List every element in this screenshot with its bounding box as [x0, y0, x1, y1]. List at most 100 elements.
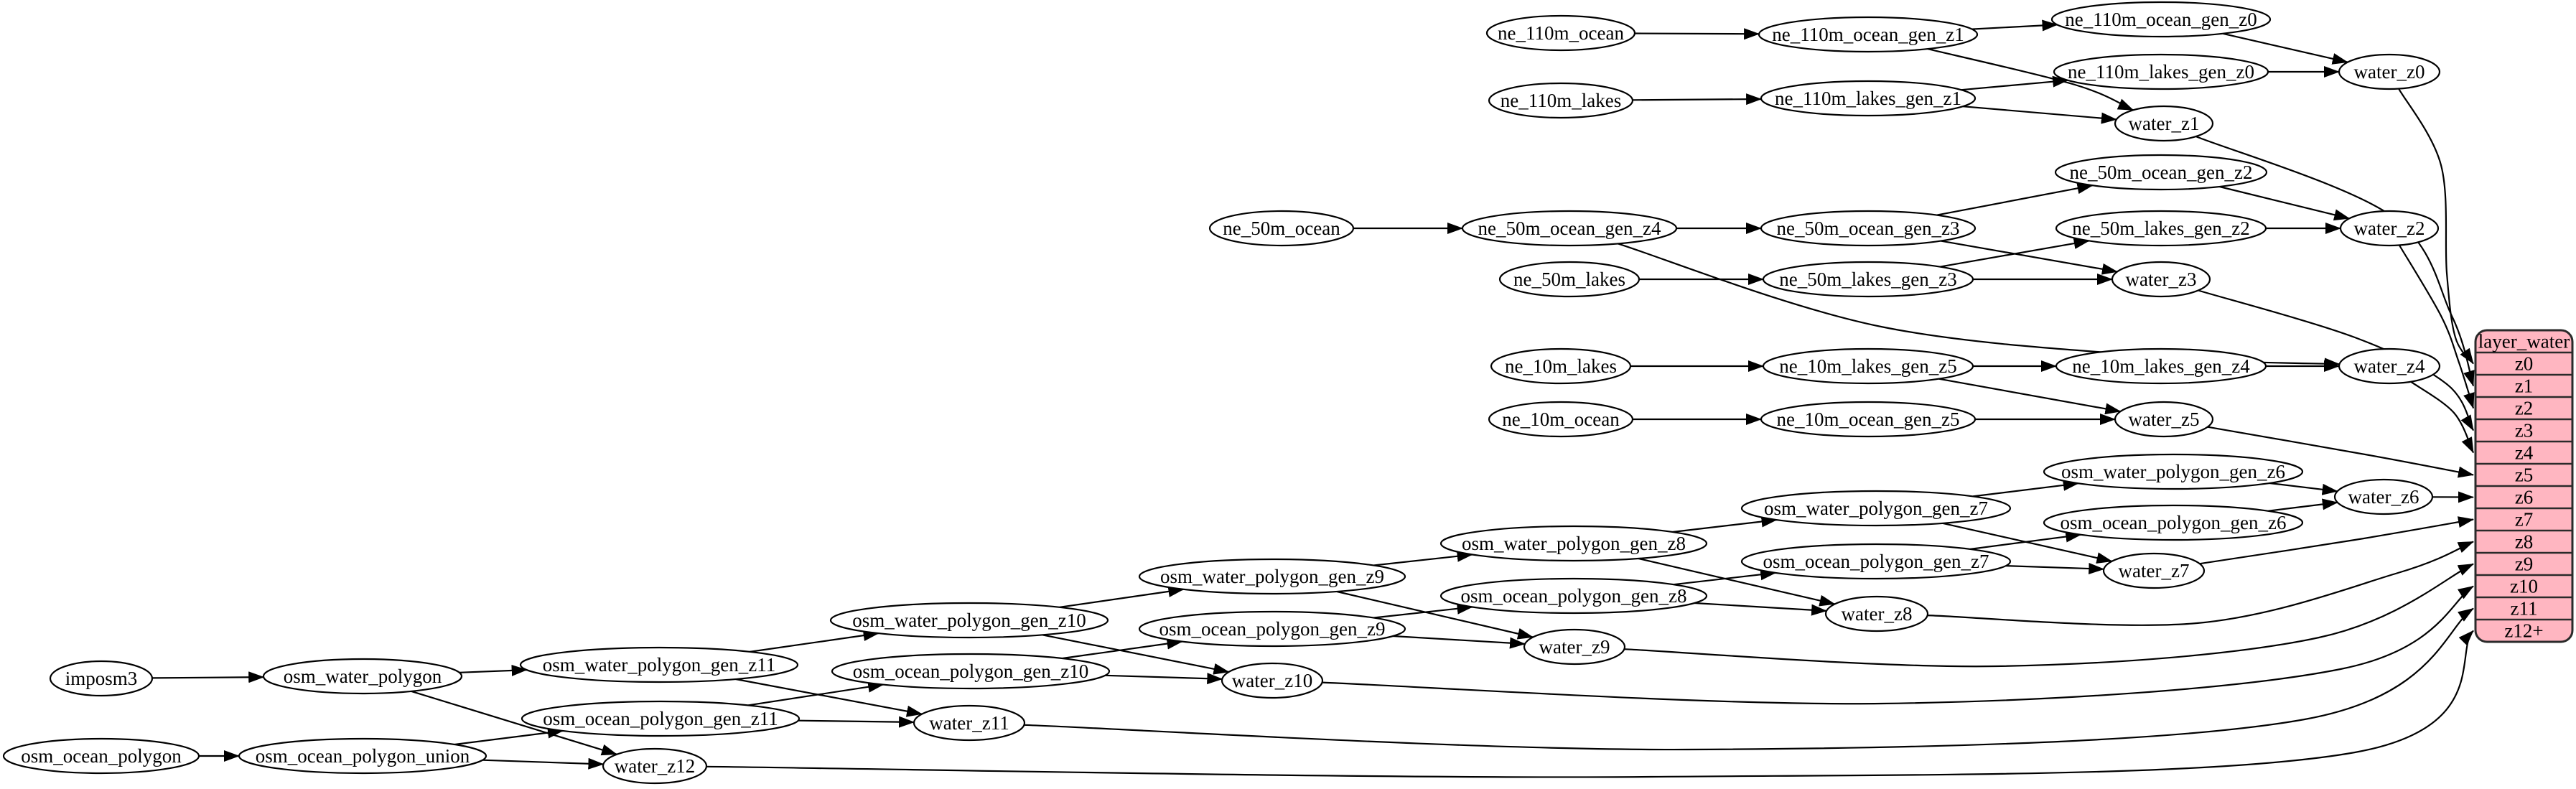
edge-water_z0-to-z0 [2398, 88, 2474, 365]
node-ellipse-ne_10m_lakes_gen_z5 [1762, 347, 1974, 385]
node-label-water_z0: water_z0 [2354, 61, 2425, 83]
table-row-z7: z7 [2515, 509, 2533, 531]
node-ellipse-osm_ocean_polygon_gen_z9 [1138, 610, 1406, 648]
node-ellipse-ne_50m_ocean_gen_z2 [2054, 154, 2268, 191]
node-label-osm_ocean_polygon_gen_z10: osm_ocean_polygon_gen_z10 [853, 660, 1088, 682]
node-label-water_z8: water_z8 [1842, 603, 1913, 625]
node-ellipse-ne_10m_lakes [1490, 347, 1632, 385]
table-row-z12+: z12+ [2504, 620, 2543, 642]
node-label-imposm3: imposm3 [65, 668, 138, 689]
table-row-z9: z9 [2515, 554, 2533, 575]
edge-osm_ocean_polygon_gen_z11-to-osm_ocean_polygon_gen_z10 [747, 681, 885, 706]
table-row-z11: z11 [2511, 598, 2538, 620]
edge-water_z7-to-z7 [2199, 516, 2474, 565]
node-label-water_z5: water_z5 [2129, 408, 2200, 430]
node-ne_50m_ocean: ne_50m_ocean [1208, 210, 1355, 247]
node-label-ne_110m_ocean_gen_z1: ne_110m_ocean_gen_z1 [1772, 24, 1964, 45]
node-ellipse-ne_50m_ocean [1208, 210, 1355, 247]
node-ellipse-water_z11 [913, 704, 1026, 742]
node-label-water_z11: water_z11 [929, 712, 1009, 734]
node-label-ne_110m_lakes: ne_110m_lakes [1501, 90, 1621, 111]
node-ne_50m_lakes_gen_z2: ne_50m_lakes_gen_z2 [2055, 210, 2267, 247]
table-row-z0: z0 [2515, 353, 2533, 375]
edge-osm_ocean_polygon_gen_z7-to-osm_ocean_polygon_gen_z6 [1970, 531, 2082, 550]
edge-ne_110m_lakes-to-ne_110m_lakes_gen_z1 [1632, 93, 1763, 106]
edge-water_z10-to-z10 [1322, 585, 2474, 705]
node-label-ne_10m_lakes_gen_z5: ne_10m_lakes_gen_z5 [1779, 355, 1956, 377]
edge-water_z11-to-z11 [1024, 607, 2474, 751]
nodes-layer: imposm3 osm_water_polygon osm_ocean_polygo… [2, 1, 2441, 785]
node-ellipse-osm_water_polygon_gen_z9 [1138, 558, 1406, 595]
node-ellipse-ne_50m_lakes_gen_z2 [2055, 210, 2267, 247]
node-osm_water_polygon_gen_z9: osm_water_polygon_gen_z9 [1138, 558, 1406, 595]
node-ne_50m_ocean_gen_z3: ne_50m_ocean_gen_z3 [1760, 210, 1977, 247]
node-label-ne_110m_lakes_gen_z1: ne_110m_lakes_gen_z1 [1775, 88, 1961, 109]
edge-osm_water_polygon_gen_z9-to-water_z9 [1336, 590, 1534, 640]
node-ellipse-ne_110m_ocean_gen_z0 [2050, 1, 2272, 38]
node-label-ne_110m_ocean_gen_z0: ne_110m_ocean_gen_z0 [2065, 9, 2257, 30]
edge-water_z2-to-z2 [2398, 244, 2475, 409]
layer-water-table: layer_waterz0z1z2z3z4z5z6z7z8z9z10z11z12… [2474, 329, 2574, 643]
node-water_z5: water_z5 [2114, 401, 2214, 438]
node-ne_110m_ocean_gen_z0: ne_110m_ocean_gen_z0 [2050, 1, 2272, 38]
node-label-osm_water_polygon_gen_z7: osm_water_polygon_gen_z7 [1764, 498, 1988, 519]
node-label-osm_water_polygon_gen_z11: osm_water_polygon_gen_z11 [543, 654, 775, 676]
node-water_z0: water_z0 [2338, 53, 2441, 90]
node-ellipse-ne_110m_lakes [1488, 82, 1634, 119]
edge-osm_ocean_polygon_union-to-osm_ocean_polygon_gen_z11 [454, 727, 564, 746]
edge-ne_110m_ocean_gen_z0-to-water_z0 [2222, 32, 2348, 65]
node-ne_10m_ocean: ne_10m_ocean [1488, 401, 1634, 438]
node-water_z11: water_z11 [913, 704, 1026, 742]
node-osm_ocean_polygon_gen_z11: osm_ocean_polygon_gen_z11 [521, 700, 801, 737]
node-osm_water_polygon_gen_z10: osm_water_polygon_gen_z10 [829, 602, 1109, 639]
node-label-water_z10: water_z10 [1232, 670, 1312, 691]
node-osm_water_polygon_gen_z8: osm_water_polygon_gen_z8 [1439, 525, 1708, 562]
node-water_z3: water_z3 [2111, 261, 2211, 298]
node-osm_ocean_polygon: osm_ocean_polygon [2, 737, 200, 775]
edge-osm_water_polygon-to-water_z12 [411, 690, 617, 756]
edge-water_z4-to-z4 [2410, 381, 2474, 454]
node-ellipse-osm_water_polygon_gen_z7 [1740, 490, 2012, 527]
table-row-z2: z2 [2515, 398, 2533, 419]
node-ne_50m_lakes: ne_50m_lakes [1498, 261, 1641, 298]
edge-osm_water_polygon_gen_z11-to-water_z11 [735, 678, 923, 717]
node-ellipse-ne_110m_ocean [1485, 14, 1636, 52]
node-label-water_z12: water_z12 [615, 755, 695, 777]
node-ellipse-osm_ocean_polygon_gen_z10 [831, 653, 1111, 690]
node-ne_110m_lakes: ne_110m_lakes [1488, 82, 1634, 119]
node-ellipse-imposm3 [49, 660, 154, 697]
node-label-ne_10m_ocean: ne_10m_ocean [1502, 408, 1620, 430]
node-osm_ocean_polygon_gen_z6: osm_ocean_polygon_gen_z6 [2043, 504, 2304, 541]
edge-ne_110m_lakes_gen_z1-to-ne_110m_lakes_gen_z0 [1961, 75, 2069, 91]
node-water_z2: water_z2 [2339, 210, 2440, 247]
table-row-z8: z8 [2515, 531, 2533, 553]
node-ellipse-water_z6 [2333, 478, 2434, 515]
node-label-water_z4: water_z4 [2354, 355, 2425, 377]
node-label-water_z1: water_z1 [2129, 113, 2200, 134]
edge-osm_ocean_polygon_gen_z9-to-water_z9 [1393, 635, 1526, 649]
node-label-ne_50m_lakes: ne_50m_lakes [1513, 269, 1625, 290]
node-water_z7: water_z7 [2102, 552, 2206, 589]
node-ne_10m_lakes: ne_10m_lakes [1490, 347, 1632, 385]
edge-osm_water_polygon_gen_z9-to-osm_water_polygon_gen_z8 [1373, 550, 1473, 566]
edge-osm_ocean_polygon_gen_z10-to-water_z10 [1105, 673, 1223, 685]
node-ellipse-osm_water_polygon_gen_z10 [829, 602, 1109, 639]
edge-water_z8-to-z8 [1927, 541, 2474, 626]
node-label-ne_10m_lakes: ne_10m_lakes [1505, 355, 1617, 377]
node-osm_ocean_polygon_gen_z10: osm_ocean_polygon_gen_z10 [831, 653, 1111, 690]
node-ne_50m_ocean_gen_z4: ne_50m_ocean_gen_z4 [1461, 210, 1678, 247]
node-ellipse-osm_ocean_polygon_gen_z11 [521, 700, 801, 737]
node-ne_50m_ocean_gen_z2: ne_50m_ocean_gen_z2 [2054, 154, 2268, 191]
edge-ne_110m_ocean_gen_z1-to-ne_110m_ocean_gen_z0 [1971, 19, 2058, 32]
edge-osm_water_polygon_gen_z10-to-osm_water_polygon_gen_z9 [1059, 585, 1185, 608]
node-osm_ocean_polygon_gen_z9: osm_ocean_polygon_gen_z9 [1138, 610, 1406, 648]
node-ellipse-osm_ocean_polygon_gen_z6 [2043, 504, 2304, 541]
node-label-ne_50m_lakes_gen_z3: ne_50m_lakes_gen_z3 [1779, 269, 1956, 290]
table-row-z4: z4 [2515, 442, 2534, 464]
table-row-z10: z10 [2510, 576, 2538, 597]
node-label-ne_110m_lakes_gen_z0: ne_110m_lakes_gen_z0 [2068, 61, 2254, 83]
node-osm_water_polygon: osm_water_polygon [262, 658, 463, 695]
node-label-water_z2: water_z2 [2354, 218, 2425, 239]
node-ellipse-water_z10 [1221, 662, 1324, 699]
edge-osm_ocean_polygon_gen_z11-to-water_z11 [798, 716, 915, 728]
